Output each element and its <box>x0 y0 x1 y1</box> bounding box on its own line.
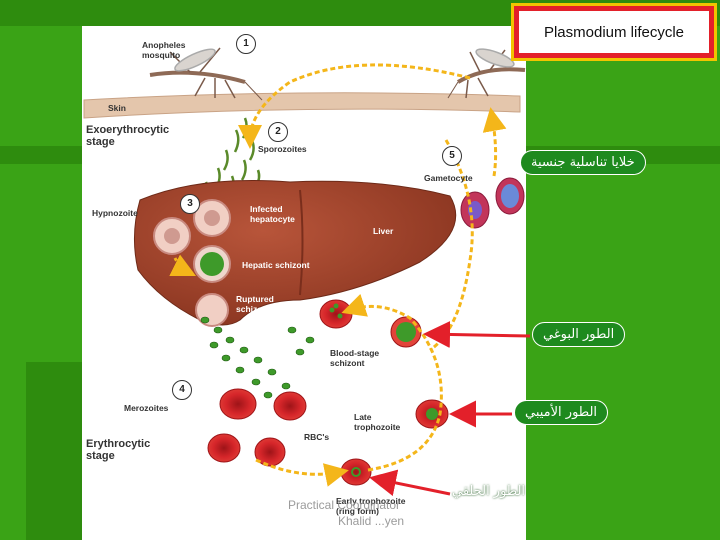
label-schizont-stage-ar: الطور البوغي <box>532 322 626 347</box>
step-3-marker: 3 <box>180 194 200 214</box>
title-box: Plasmodium lifecycle <box>514 6 714 58</box>
label-blood-stage-schizont: Blood-stage schizont <box>330 348 380 368</box>
bg-stripe-lower <box>26 362 82 540</box>
cycle-arrow-top <box>238 63 471 149</box>
label-ruptured-schizont: Ruptured schizont <box>236 294 274 314</box>
label-merozoites: Merozoites <box>124 403 169 413</box>
label-exo-stage: Exoerythrocytic stage <box>86 124 170 148</box>
cycle-arrow-up <box>482 107 507 177</box>
label-hepatic-schizont: Hepatic schizont <box>242 260 310 270</box>
skin-band <box>83 92 521 119</box>
step-1-marker: 1 <box>236 34 256 54</box>
label-ring-stage-ar: الطور الحلقي <box>452 484 526 499</box>
label-late-trophozoite: Late trophozoite <box>354 412 401 432</box>
watermark-line2: Khalid ...yen <box>338 514 405 528</box>
label-skin: Skin <box>108 103 126 113</box>
label-sporozoites: Sporozoites <box>258 144 307 154</box>
step-5-marker: 5 <box>442 146 462 166</box>
label-mosquito: Anopheles mosquito <box>142 40 186 60</box>
pointer-arrow-ring <box>369 469 451 497</box>
label-early-trophozoite: Early trophozoite (ring form) <box>336 496 406 516</box>
cycle-arrow-bottom <box>255 458 349 487</box>
cycle-arrow-loop <box>341 293 443 472</box>
bg-stripe-left <box>0 146 82 164</box>
merozoites <box>200 316 315 399</box>
mosquito-left <box>149 47 263 101</box>
label-infected-hepatocyte: Infected hepatocyte <box>250 204 295 224</box>
pointer-arrow-schizont <box>423 320 531 348</box>
page-title: Plasmodium lifecycle <box>543 23 685 41</box>
label-gametocyte: Gametocyte <box>424 173 473 183</box>
watermark-line1: Practical Coordinator <box>288 498 401 512</box>
mosquito-right <box>447 48 526 99</box>
label-erythrocytic-stage: Erythrocytic stage <box>86 438 151 462</box>
label-amoeboid-stage-ar: الطور الأميبي <box>514 400 609 425</box>
step-4-marker: 4 <box>172 380 192 400</box>
label-rbcs: RBC's <box>304 432 330 442</box>
label-liver: Liver <box>373 226 394 236</box>
label-hypnozoite: Hypnozoite <box>92 208 138 218</box>
step-2-marker: 2 <box>268 122 288 142</box>
label-gametocyte-cells-ar: خلايا تناسلية جنسية <box>520 150 646 175</box>
